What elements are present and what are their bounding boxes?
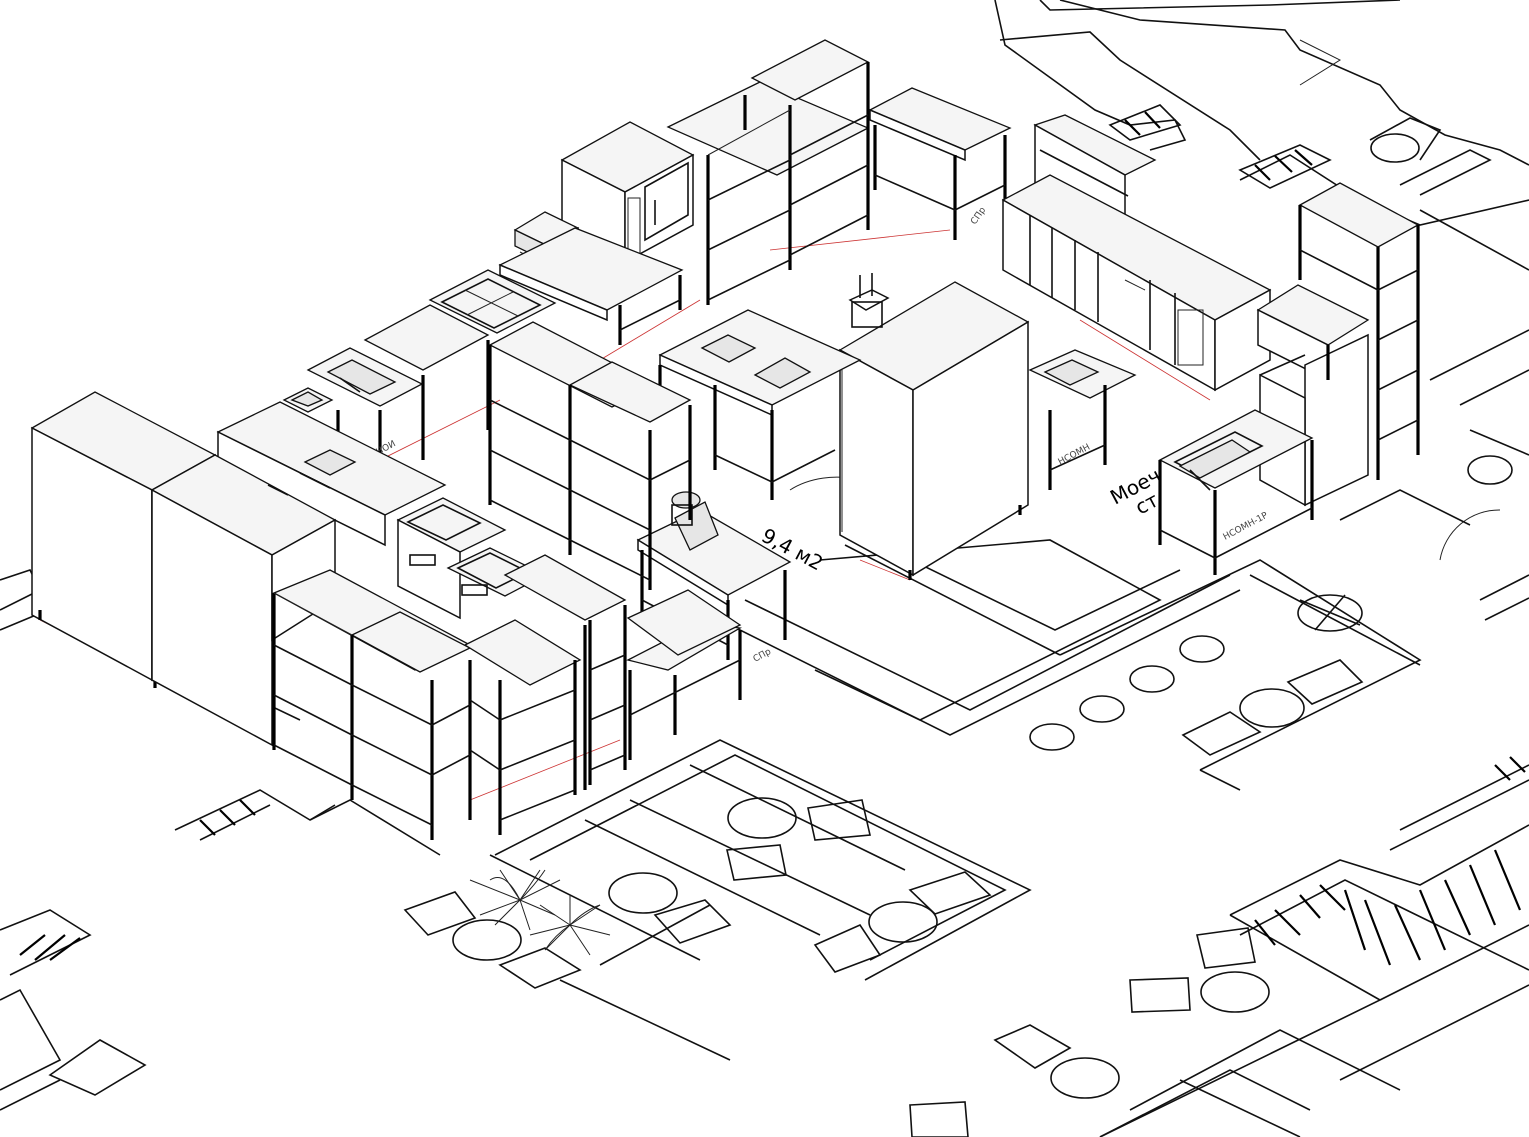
chair-icon — [1286, 659, 1364, 705]
round-table-icon — [1050, 1057, 1120, 1099]
work-table-center — [658, 309, 862, 500]
plant-icon — [469, 869, 611, 956]
dining-furniture — [403, 594, 1364, 1137]
table-tag: СПр — [969, 205, 988, 226]
scale-icon — [700, 334, 812, 389]
rack-shelving-top — [666, 39, 870, 305]
dishwasher — [1256, 284, 1370, 507]
rack-shelving-narrow — [588, 605, 627, 785]
small-basin — [282, 387, 334, 413]
rack-shelving-right — [1298, 182, 1420, 480]
sink-tag-center: НСОМН — [1057, 443, 1092, 468]
scale-icon — [303, 449, 357, 476]
chair-icon — [908, 871, 992, 915]
round-table-icon — [452, 919, 522, 961]
toilet-icon — [1370, 133, 1420, 163]
chair-icon — [1196, 927, 1256, 969]
round-table-icon — [1200, 971, 1270, 1013]
hatched-wall — [1108, 104, 1332, 189]
sink-table-center: НСОМН — [1028, 349, 1137, 490]
chair-icon — [1129, 977, 1191, 1013]
chair-icon — [909, 1101, 969, 1137]
chair-icon — [653, 899, 732, 944]
chair-icon — [1181, 711, 1262, 756]
sink-tag: НСОМН-1Р — [1222, 511, 1271, 543]
rack-shelving-front — [272, 569, 582, 840]
round-table-icon — [727, 797, 797, 839]
round-table-icon — [868, 901, 938, 943]
room-label: Моеч ст — [1106, 463, 1165, 519]
chair-icon — [403, 891, 477, 936]
round-table-icon — [1029, 723, 1075, 751]
chair-icon — [807, 799, 871, 841]
grid-table — [428, 269, 557, 334]
work-table-front-right: СПр — [626, 589, 774, 760]
round-table-icon — [1179, 635, 1225, 663]
food-processor — [848, 273, 890, 328]
refrigerator-icon — [267, 484, 289, 496]
chair-icon — [498, 947, 582, 989]
long-counter — [216, 401, 447, 547]
refrigerated-counter — [1001, 114, 1272, 392]
round-table-icon — [1297, 594, 1363, 632]
chair-icon — [726, 844, 787, 881]
dishwasher-icon — [1259, 354, 1306, 376]
oven-stand-table — [498, 227, 684, 345]
work-table-left — [363, 304, 490, 460]
toilet-icon — [1467, 455, 1513, 485]
shelf-icon — [273, 592, 353, 636]
table-tag-bottom: СПр — [752, 647, 774, 665]
round-table-icon — [1129, 665, 1175, 693]
sink-icon — [339, 377, 361, 393]
chair-icon — [993, 1024, 1072, 1069]
round-table-icon — [608, 872, 678, 914]
shelf-icon — [707, 109, 791, 156]
rack-shelving-middle — [488, 321, 692, 590]
chair-icon — [813, 923, 882, 973]
round-table-icon — [1079, 695, 1125, 723]
sink-icon — [1189, 469, 1211, 491]
tall-refrigerator-center — [838, 281, 1030, 580]
grinder-icon — [671, 491, 719, 551]
work-table-front — [503, 554, 627, 790]
counter-icon — [1124, 279, 1146, 291]
work-table-top: СПр — [868, 87, 1012, 240]
round-table-icon — [1239, 688, 1305, 728]
